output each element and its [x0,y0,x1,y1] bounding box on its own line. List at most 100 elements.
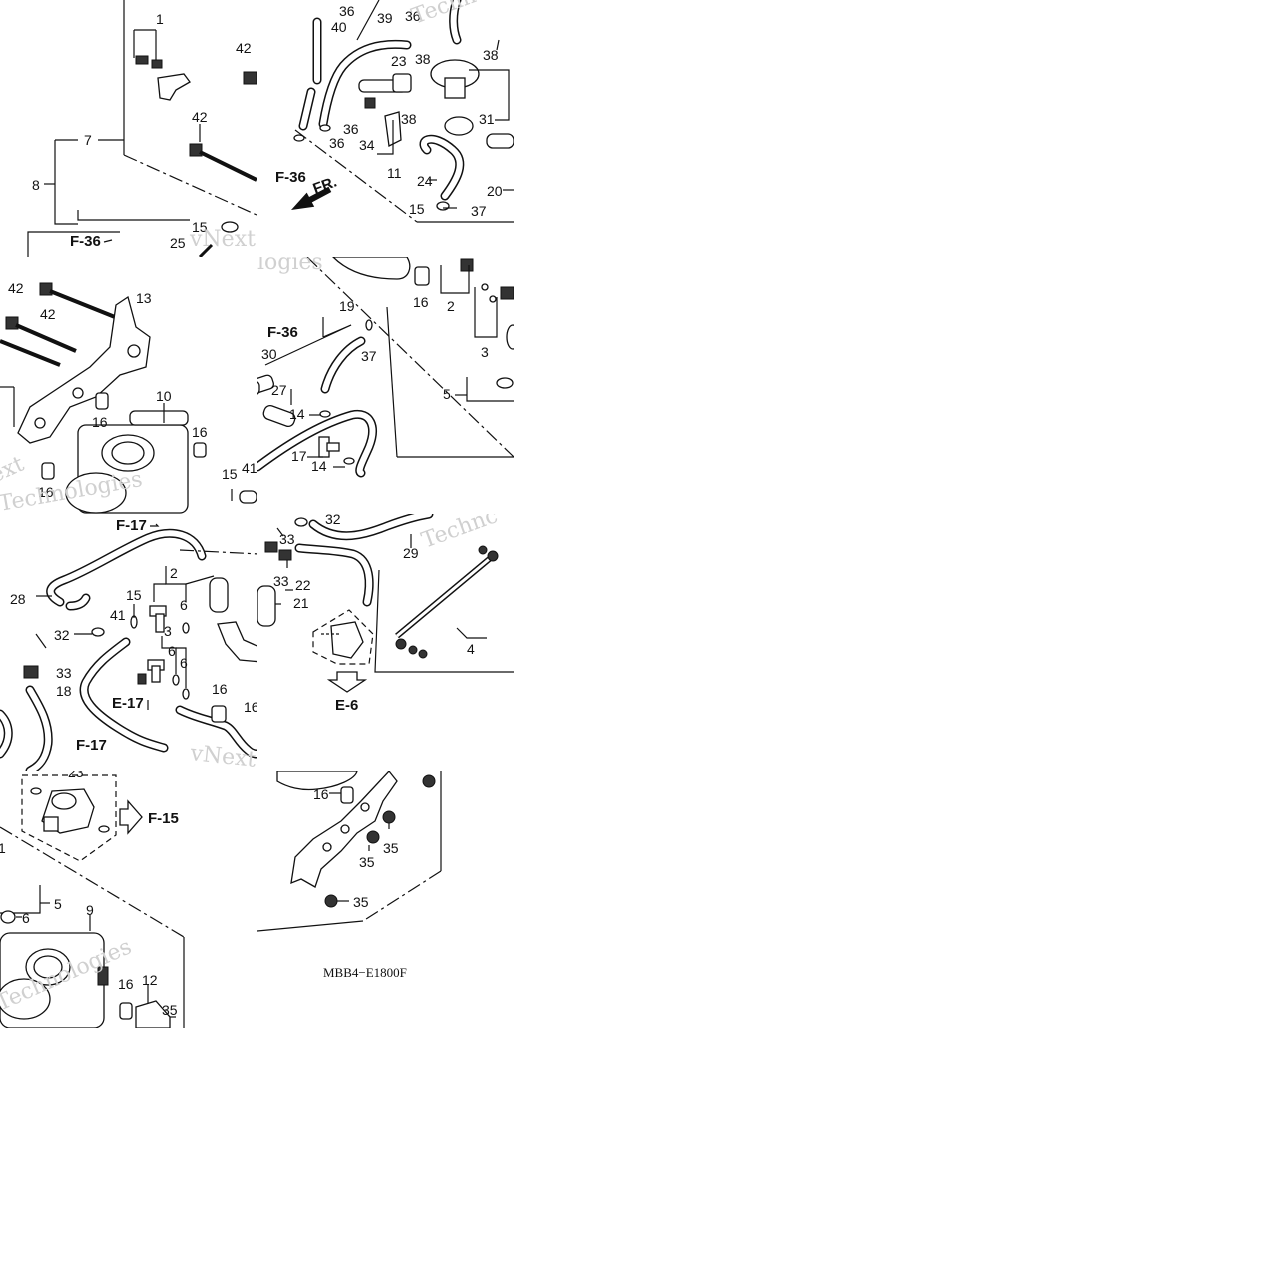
grommet-icon [257,381,260,395]
part-number: 16 [38,484,54,500]
part-number: 1 [156,11,164,27]
clip-icon [365,319,373,331]
bushing-icon [41,462,55,480]
part-number: 33 [273,573,289,589]
part-number: 35 [383,840,399,856]
part-number: 16 [192,424,208,440]
part-number: 35 [162,1002,178,1018]
clip-icon [91,627,105,637]
tile-lower-center: 32 33 29 33 22 2 21 4 E-6 Technc [257,514,514,771]
part-number: 30 [261,346,277,362]
valve-body-icon [444,77,466,99]
reference-label: F-17 [116,517,147,534]
arrow-right-icon [119,799,143,835]
part-number: 36 [343,121,359,137]
tile-lower-left: 2 28 15 6 41 3 32 6 33 6 18 16 16 F-17 E… [0,514,257,771]
diagram-panel: 36 40 39 36 38 38 23 31 36 38 34 36 11 2… [275,0,514,223]
part-number: 16 [413,294,429,310]
tile-bottom-center: 16 35 35 35 MBB4−E1800F [257,771,514,1028]
tile-middle-left: 42 42 13 16 10 16 16 15 41 ext Technolog… [0,257,257,514]
fitting-icon [97,966,109,986]
hose-stub-icon [239,490,257,504]
diagram-panel: 32 33 29 33 22 2 21 4 E-6 Technc [257,514,514,714]
nut-icon [422,774,436,788]
part-number: 3 [481,344,489,360]
part-number: 6 [22,910,30,926]
tile-bottom-left: 23 1 5 6 9 16 12 35 F-15 Technologies [0,771,257,1028]
part-number: 16 [92,414,108,430]
part-number: 24 [417,173,433,189]
engine-case-icon [332,257,411,280]
part-number: 37 [361,348,377,364]
nipple-icon [137,673,147,685]
part-number: 42 [8,280,24,296]
part-number: 41 [242,460,257,476]
part-number: 14 [311,458,327,474]
part-number: 36 [329,135,345,151]
part-number: 37 [471,203,487,219]
tile-upper-left: 1 42 7 42 8 15 25 F-36 vNext Tec [0,0,257,257]
bushing-icon [95,392,109,410]
part-number: 33 [56,665,72,681]
hose-stub-icon [486,133,514,149]
part-number: 38 [415,51,431,67]
hose-stub-icon [262,404,296,428]
clip-icon [182,688,190,700]
nut-icon [243,71,257,85]
clamp-icon [23,665,39,679]
bushing-icon [211,705,227,723]
diagram-panel: 16 35 35 35 MBB4−E1800F [257,771,442,980]
part-number: 31 [479,111,495,127]
part-number: 8 [32,177,40,193]
part-number: 19 [339,298,355,314]
nut-icon [324,894,338,908]
nut-icon [487,550,499,562]
watermark-text: vNext Te [188,741,257,771]
part-number: 11 [387,165,402,181]
bracket-icon [135,1000,171,1028]
diagram-panel: 1 42 7 42 8 15 25 F-36 vNext Tec [27,0,257,257]
part-number: 32 [54,627,70,643]
part-number: 42 [192,109,208,125]
front-direction-label: FR. [311,174,340,198]
clip-icon [30,787,42,795]
reference-label: F-36 [275,169,306,186]
part-number: 20 [487,183,503,199]
valve-assembly-icon [330,621,364,659]
part-number: 2 [447,298,455,314]
part-number: 16 [118,976,134,992]
grommet-icon [257,374,274,394]
part-number: 18 [56,683,72,699]
bolt-icon [151,59,163,69]
clip-icon [172,674,180,686]
bushing-icon [414,266,430,286]
part-number: 29 [403,545,419,561]
part-number: 1 [0,840,6,856]
part-number: 28 [10,591,26,607]
part-number: 14 [289,406,305,422]
hose-piece-icon [209,577,229,613]
part-number: 35 [359,854,375,870]
fitting-icon [500,286,514,300]
part-number: 16 [212,681,228,697]
joint-icon [392,73,412,93]
diagram-panel: 23 1 5 6 9 16 12 35 F-15 Technologies [0,771,185,1028]
part-number: 5 [54,896,62,912]
elbow-joint-icon [217,621,257,663]
nut-icon [395,638,407,650]
part-number: 10 [156,388,172,404]
clip-icon [221,221,239,233]
tile-upper-center: 36 40 39 36 38 38 23 31 36 38 34 36 11 2… [257,0,514,257]
bolt-head-icon [39,282,53,296]
clip-icon [319,124,331,132]
diagram-panel: 42 42 13 16 10 16 16 15 41 ext Technolog… [0,280,257,514]
fitting-icon [460,258,474,272]
nut-icon [382,810,396,824]
part-number: 7 [84,132,92,148]
front-arrow-icon [291,186,332,210]
bolt-head-icon [5,316,19,330]
bolt-icon [364,97,376,109]
bracket-icon [157,73,191,101]
part-number: 23 [68,771,84,780]
